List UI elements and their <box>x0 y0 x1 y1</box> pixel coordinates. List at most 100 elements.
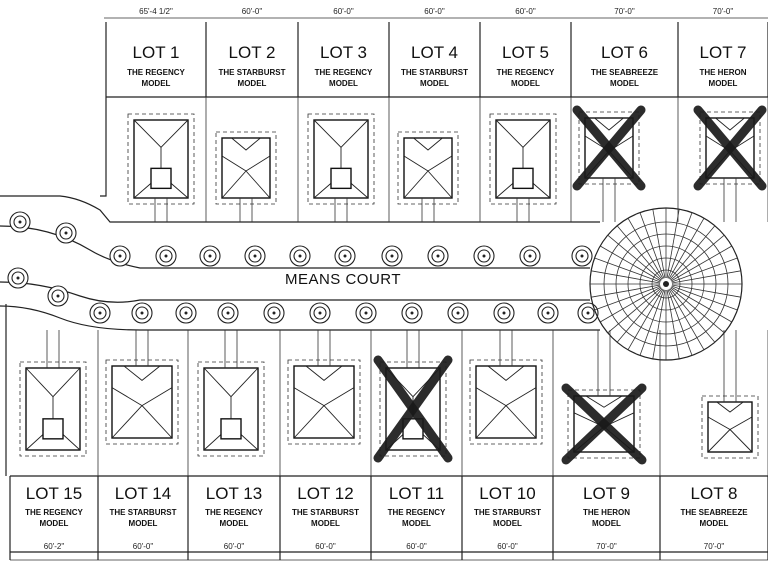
lot-model-name: THE STARBURST <box>219 68 286 77</box>
tree-symbol-icon <box>571 245 593 267</box>
lot-number: LOT 11 <box>389 484 444 503</box>
lot-lot-13: LOT 13 THE REGENCY MODEL 60'-0" <box>197 330 281 560</box>
tree-symbol-icon <box>447 302 469 324</box>
lot-number: LOT 13 <box>206 484 262 503</box>
lot-model-label: MODEL <box>493 519 522 528</box>
house-footprint <box>307 113 375 222</box>
lot-lot-10: LOT 10 THE STARBURST MODEL 60'-0" <box>469 330 554 560</box>
lot-model-label: MODEL <box>142 79 171 88</box>
tree-symbol-icon <box>175 302 197 324</box>
lot-number: LOT 10 <box>479 484 535 503</box>
lot-frontage: 60'-0" <box>315 542 336 551</box>
cross-out-mark-icon <box>693 105 767 191</box>
lot-model-name: THE REGENCY <box>25 508 83 517</box>
tree-symbol-icon <box>334 245 356 267</box>
house-footprint <box>397 131 459 222</box>
lot-number: LOT 6 <box>601 43 648 62</box>
tree-symbol-icon <box>263 302 285 324</box>
tree-symbol-icon <box>537 302 559 324</box>
house-footprint <box>197 330 265 457</box>
lot-number: LOT 5 <box>502 43 549 62</box>
house-footprint <box>19 330 87 457</box>
top-lot-row: LOT 1 THE REGENCY MODEL 65'-4 1/2" LOT 2 THE … <box>127 7 768 222</box>
lot-model-label: MODEL <box>220 519 249 528</box>
tree-symbol-icon <box>47 285 69 307</box>
tree-symbol-icon <box>401 302 423 324</box>
lot-frontage: 60'-0" <box>424 7 445 16</box>
cross-out-mark-icon <box>572 105 646 191</box>
house-footprint <box>287 330 361 445</box>
lot-lot-9: LOT 9 THE HERON MODEL 70'-0" <box>561 330 661 560</box>
tree-symbol-icon <box>7 267 29 289</box>
house-footprint <box>701 330 759 459</box>
lot-model-label: MODEL <box>610 79 639 88</box>
cross-out-mark-icon <box>561 383 647 465</box>
lot-model-name: THE HERON <box>583 508 630 517</box>
tree-symbol-icon <box>355 302 377 324</box>
lot-model-name: THE STARBURST <box>474 508 541 517</box>
tree-symbol-icon <box>427 245 449 267</box>
lot-number: LOT 7 <box>700 43 747 62</box>
lot-number: LOT 15 <box>26 484 82 503</box>
tree-symbol-icon <box>577 302 599 324</box>
lot-number: LOT 8 <box>691 484 738 503</box>
lot-frontage: 70'-0" <box>713 7 734 16</box>
street-name: MEANS COURT <box>285 271 401 288</box>
lot-number: LOT 1 <box>133 43 180 62</box>
lot-model-label: MODEL <box>40 519 69 528</box>
lot-frontage: 60'-0" <box>133 542 154 551</box>
lot-model-label: MODEL <box>129 519 158 528</box>
lot-model-label: MODEL <box>329 79 358 88</box>
lot-model-label: MODEL <box>402 519 431 528</box>
house-footprint <box>469 330 543 445</box>
cross-out-mark-icon <box>373 355 453 463</box>
lot-frontage: 70'-0" <box>596 542 617 551</box>
house-footprint <box>489 113 557 222</box>
lot-number: LOT 4 <box>411 43 458 62</box>
lot-number: LOT 2 <box>229 43 276 62</box>
lot-model-name: THE REGENCY <box>315 68 373 77</box>
lot-lot-3: LOT 3 THE REGENCY MODEL 60'-0" <box>307 7 390 222</box>
tree-symbol-icon <box>289 245 311 267</box>
lot-frontage: 60'-0" <box>224 542 245 551</box>
lot-frontage: 70'-0" <box>614 7 635 16</box>
lot-number: LOT 14 <box>115 484 171 503</box>
lot-frontage: 60'-0" <box>242 7 263 16</box>
house-footprint <box>215 131 277 222</box>
lot-model-name: THE STARBURST <box>110 508 177 517</box>
tree-symbol-icon <box>519 245 541 267</box>
lot-model-label: MODEL <box>592 519 621 528</box>
tree-symbol-icon <box>109 245 131 267</box>
lot-number: LOT 3 <box>320 43 367 62</box>
lot-model-name: THE REGENCY <box>205 508 263 517</box>
tree-symbol-icon <box>55 222 77 244</box>
lot-frontage: 60'-0" <box>497 542 518 551</box>
lot-model-label: MODEL <box>311 519 340 528</box>
lot-frontage: 60'-2" <box>44 542 65 551</box>
lot-lot-15: LOT 15 THE REGENCY MODEL 60'-2" <box>19 330 99 560</box>
tree-symbol-icon <box>473 245 495 267</box>
lot-model-name: THE HERON <box>699 68 746 77</box>
lot-model-name: THE SEABREEZE <box>680 508 748 517</box>
lot-number: LOT 12 <box>297 484 353 503</box>
lot-model-label: MODEL <box>420 79 449 88</box>
lot-lot-7: LOT 7 THE HERON MODEL 70'-0" <box>693 7 768 222</box>
lot-frontage: 60'-0" <box>333 7 354 16</box>
street-trees <box>7 211 599 324</box>
tree-symbol-icon <box>155 245 177 267</box>
tree-symbol-icon <box>381 245 403 267</box>
lot-number: LOT 9 <box>583 484 630 503</box>
lot-frontage: 60'-0" <box>406 542 427 551</box>
lot-model-label: MODEL <box>511 79 540 88</box>
lot-model-label: MODEL <box>709 79 738 88</box>
house-footprint <box>105 330 179 445</box>
lot-model-name: THE SEABREEZE <box>591 68 659 77</box>
tree-symbol-icon <box>309 302 331 324</box>
lot-frontage: 65'-4 1/2" <box>139 7 173 16</box>
